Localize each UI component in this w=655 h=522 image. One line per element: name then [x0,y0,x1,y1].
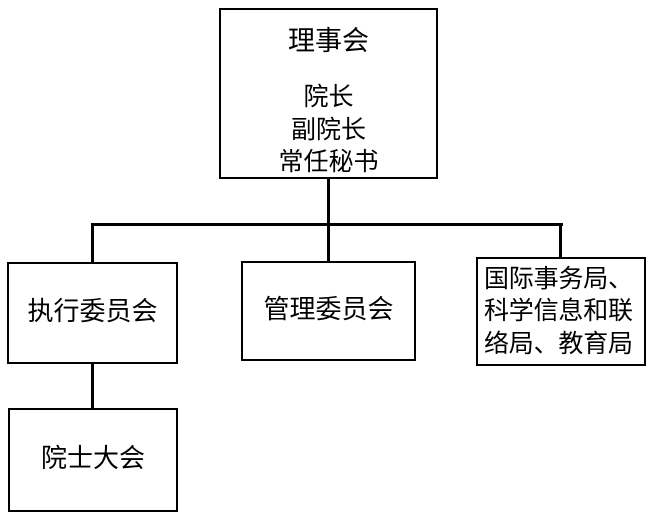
node-board-title: 理事会 [288,26,369,57]
connector-horizontal-bus [92,223,563,226]
connector-drop-executive-committee [91,223,94,264]
node-academicians-assembly[interactable]: 院士大会 [8,408,178,512]
node-executive-committee-label: 执行委员会 [27,297,158,328]
node-board-member-vice-president: 副院长 [290,114,366,144]
node-board-member-permanent-secretary: 常任秘书 [278,147,379,177]
connector-board-stem [327,177,330,263]
node-bureaus-line-2: 科学信息和联 [484,296,633,326]
connector-drop-bureaus [559,223,562,259]
node-bureaus-line-3: 络局、教育局 [484,328,633,358]
node-management-committee[interactable]: 管理委员会 [241,261,416,361]
node-board-member-president: 院长 [303,82,354,112]
node-executive-committee[interactable]: 执行委员会 [7,262,178,364]
node-board-of-directors[interactable]: 理事会 院长 副院长 常任秘书 [219,8,438,179]
node-management-committee-label: 管理委员会 [263,295,394,326]
node-bureaus-line-1: 国际事务局、 [484,263,633,293]
connector-executive-to-assembly [91,362,94,410]
node-bureaus[interactable]: 国际事务局、 科学信息和联 络局、教育局 [476,257,646,366]
node-academicians-assembly-label: 院士大会 [40,444,145,475]
